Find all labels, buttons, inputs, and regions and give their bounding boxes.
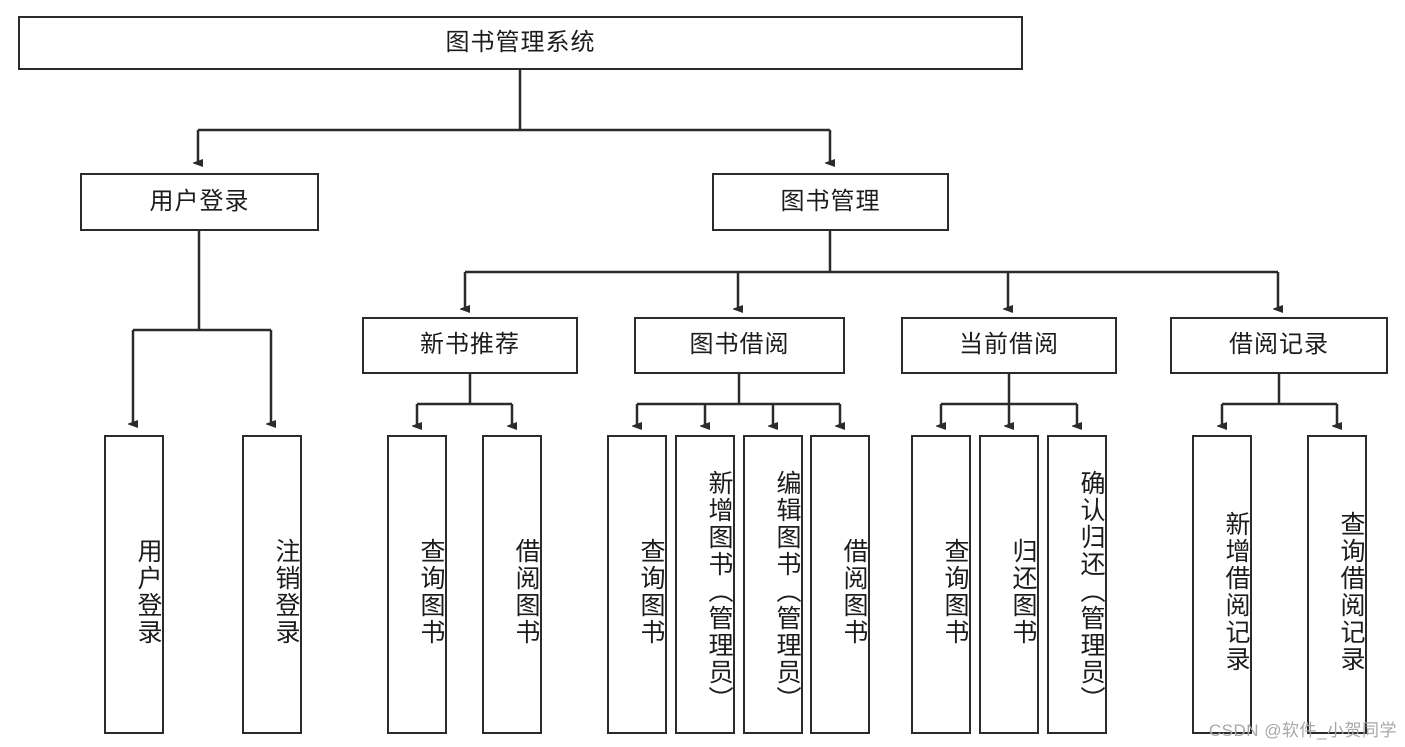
node-book-manage-label: 图书管理 — [780, 187, 881, 215]
node-leaf-user-login-label: 用户登录 — [134, 537, 162, 646]
node-book-borrow-label: 图书借阅 — [689, 331, 790, 359]
node-leaf-edit-book[interactable]: 编辑图书（管理员） — [743, 435, 803, 734]
node-leaf-user-logout-label: 注销登录 — [272, 537, 300, 646]
node-leaf-rec-query-book[interactable]: 查询图书 — [387, 435, 447, 734]
node-leaf-rec-borrow-book-label: 借阅图书 — [512, 537, 540, 646]
node-leaf-add-book-label: 新增图书（管理员） — [705, 470, 733, 713]
node-leaf-borrow-query-book[interactable]: 查询图书 — [607, 435, 667, 734]
node-leaf-borrow-book-label: 借阅图书 — [840, 537, 868, 646]
node-leaf-query-record[interactable]: 查询借阅记录 — [1307, 435, 1367, 734]
node-book-manage[interactable]: 图书管理 — [712, 173, 949, 231]
node-user-login-label: 用户登录 — [149, 187, 250, 215]
node-leaf-return-book-label: 归还图书 — [1009, 537, 1037, 646]
node-current-borrow-label: 当前借阅 — [959, 331, 1059, 359]
node-leaf-user-logout[interactable]: 注销登录 — [242, 435, 302, 734]
node-new-book-rec-label: 新书推荐 — [420, 331, 520, 359]
node-borrow-record[interactable]: 借阅记录 — [1170, 317, 1388, 374]
node-leaf-confirm-return[interactable]: 确认归还（管理员） — [1047, 435, 1107, 734]
node-leaf-user-login[interactable]: 用户登录 — [104, 435, 164, 734]
node-leaf-rec-borrow-book[interactable]: 借阅图书 — [482, 435, 542, 734]
node-leaf-add-book[interactable]: 新增图书（管理员） — [675, 435, 735, 734]
node-borrow-record-label: 借阅记录 — [1229, 331, 1329, 359]
node-book-borrow[interactable]: 图书借阅 — [634, 317, 845, 374]
node-root-label: 图书管理系统 — [445, 28, 596, 56]
node-current-borrow[interactable]: 当前借阅 — [901, 317, 1117, 374]
node-leaf-rec-query-book-label: 查询图书 — [417, 537, 445, 646]
node-user-login[interactable]: 用户登录 — [80, 173, 319, 231]
watermark: CSDN @软件_小贺同学 — [1208, 721, 1397, 740]
node-leaf-edit-book-label: 编辑图书（管理员） — [773, 470, 801, 713]
node-leaf-add-record[interactable]: 新增借阅记录 — [1192, 435, 1252, 734]
node-leaf-add-record-label: 新增借阅记录 — [1222, 510, 1250, 673]
node-root[interactable]: 图书管理系统 — [18, 16, 1023, 70]
node-new-book-rec[interactable]: 新书推荐 — [362, 317, 578, 374]
node-leaf-borrow-book[interactable]: 借阅图书 — [810, 435, 870, 734]
node-leaf-cur-query-book[interactable]: 查询图书 — [911, 435, 971, 734]
node-leaf-return-book[interactable]: 归还图书 — [979, 435, 1039, 734]
node-leaf-borrow-query-book-label: 查询图书 — [637, 537, 665, 646]
node-leaf-query-record-label: 查询借阅记录 — [1337, 510, 1365, 673]
node-leaf-confirm-return-label: 确认归还（管理员） — [1077, 470, 1105, 713]
node-leaf-cur-query-book-label: 查询图书 — [941, 537, 969, 646]
